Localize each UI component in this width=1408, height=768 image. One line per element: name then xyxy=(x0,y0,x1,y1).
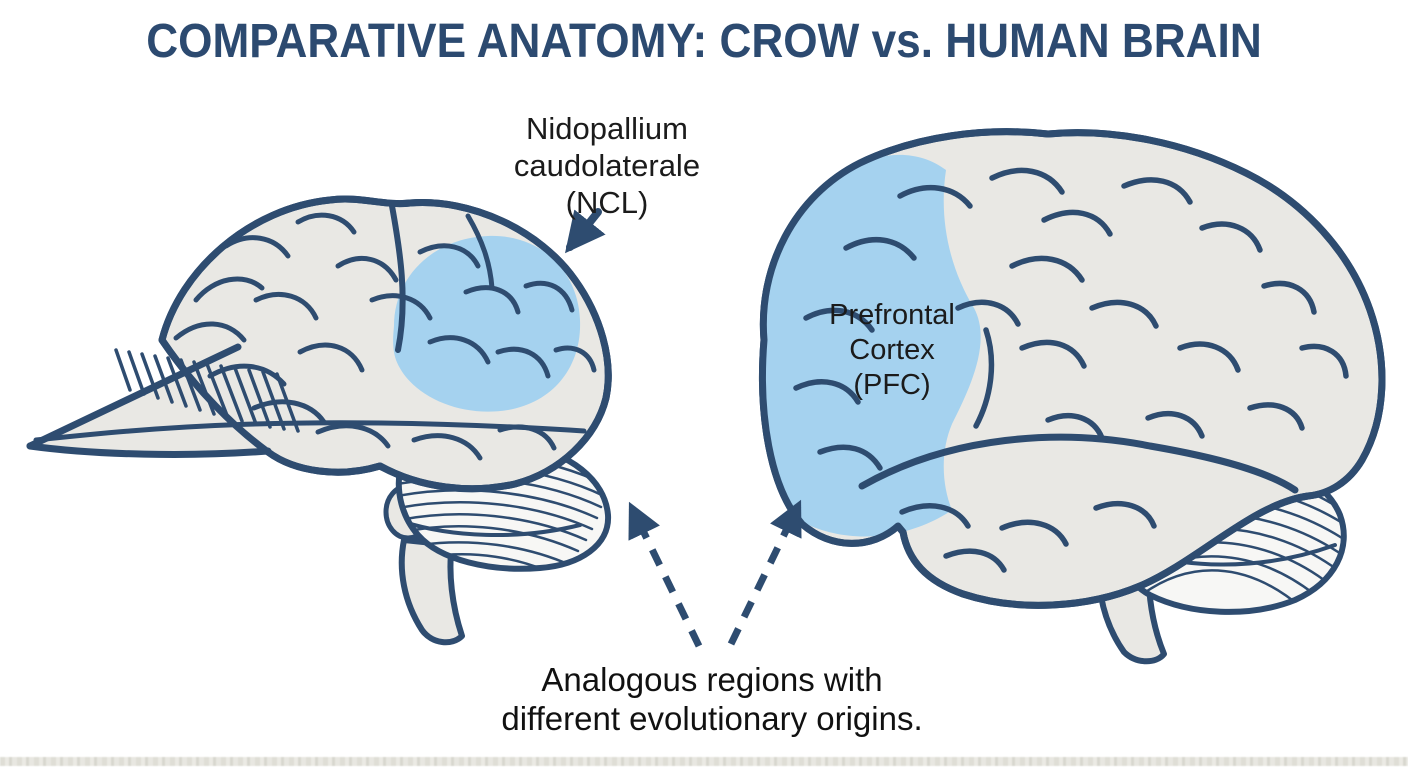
caption: Analogous regions with different evoluti… xyxy=(412,660,1012,738)
human-cerebrum-outline xyxy=(759,128,1386,609)
human-pfc-region xyxy=(763,154,981,537)
human-brain xyxy=(759,128,1386,665)
pfc-label-line3: (PFC) xyxy=(853,369,931,401)
crow-cranium-outline xyxy=(158,195,612,493)
ncl-label-line1: Nidopallium xyxy=(526,111,688,146)
human-dashed-arrow-icon xyxy=(727,499,802,646)
crow-ncl-region xyxy=(393,235,581,412)
crow-mouth-line xyxy=(33,420,587,443)
human-gyri xyxy=(793,167,1349,573)
crow-gyri xyxy=(173,203,597,461)
crow-brainstem xyxy=(398,537,465,646)
pfc-label: Prefrontal Cortex (PFC) xyxy=(762,298,1022,403)
bottom-texture-strip xyxy=(0,757,1408,766)
caption-line1: Analogous regions with xyxy=(541,661,883,698)
crow-dashed-arrow-icon xyxy=(628,501,703,648)
crow-beak-bottom-edge xyxy=(26,442,272,458)
crow-beak-top-edge xyxy=(26,343,242,450)
crow-brain xyxy=(26,195,612,646)
ncl-label-line3: (NCL) xyxy=(565,185,649,220)
ncl-label: Nidopallium caudolaterale (NCL) xyxy=(417,110,797,221)
caption-line2: different evolutionary origins. xyxy=(501,700,923,737)
ncl-label-line2: caudolaterale xyxy=(513,148,701,183)
pfc-label-line2: Cortex xyxy=(849,334,935,366)
ncl-arrow-icon xyxy=(565,208,606,254)
page-title: COMPARATIVE ANATOMY: CROW vs. HUMAN BRAI… xyxy=(146,15,1262,68)
pfc-label-line1: Prefrontal xyxy=(829,299,955,331)
